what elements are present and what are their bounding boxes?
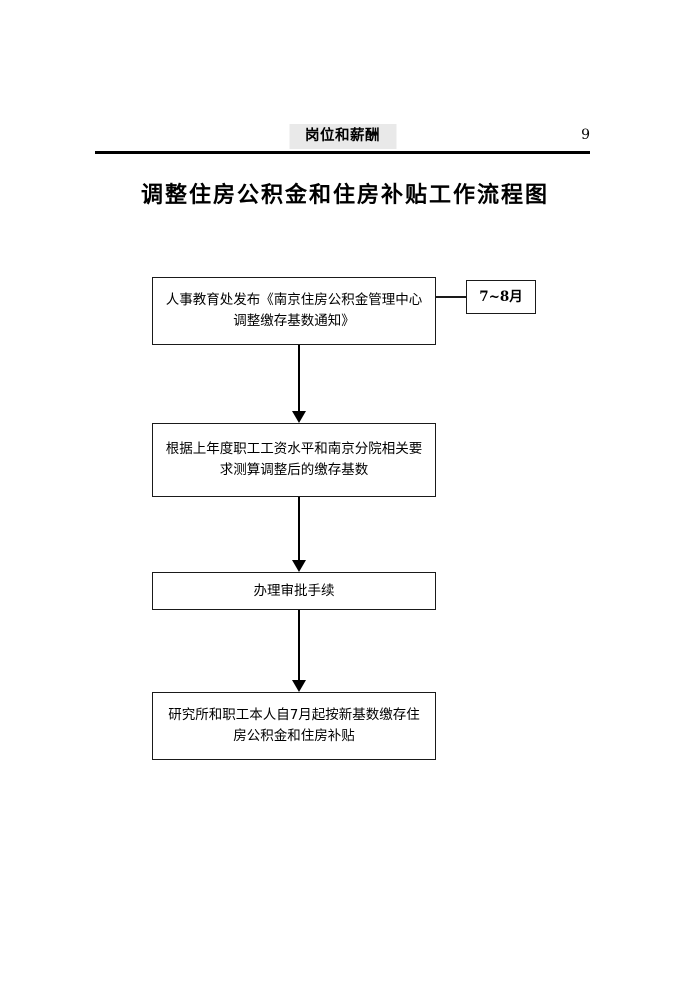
- flow-node-3: 办理审批手续: [152, 572, 436, 610]
- flow-annotation-timing-label: 7~8月: [479, 288, 523, 305]
- arrow-head-icon: [292, 560, 306, 572]
- header-divider-rule: [95, 151, 590, 154]
- page-number: 9: [581, 127, 590, 143]
- flow-node-3-label: 办理审批手续: [253, 582, 335, 599]
- flow-arrow-node1-to-node2: [292, 345, 306, 423]
- flow-node-2-label: 根据上年度职工工资水平和南京分院相关要求测算调整后的缴存基数: [165, 441, 423, 478]
- page-title: 调整住房公积金和住房补贴工作流程图: [140, 183, 549, 208]
- flow-node-2: 根据上年度职工工资水平和南京分院相关要求测算调整后的缴存基数: [152, 423, 436, 497]
- flow-node-1-label: 人事教育处发布《南京住房公积金管理中心调整缴存基数通知》: [165, 292, 423, 329]
- arrow-shaft: [298, 345, 300, 413]
- arrow-head-icon: [292, 680, 306, 692]
- flow-node-4-label: 研究所和职工本人自7月起按新基数缴存住房公积金和住房补贴: [168, 707, 420, 744]
- flow-node-4: 研究所和职工本人自7月起按新基数缴存住房公积金和住房补贴: [152, 692, 436, 760]
- arrow-shaft: [298, 610, 300, 682]
- flow-node-1: 人事教育处发布《南京住房公积金管理中心调整缴存基数通知》: [152, 277, 436, 345]
- flow-arrow-node3-to-node4: [292, 610, 306, 692]
- running-header-title: 岗位和薪酬: [289, 124, 396, 150]
- flow-connector-to-timing-note: [436, 296, 466, 298]
- arrow-shaft: [298, 497, 300, 562]
- arrow-head-icon: [292, 411, 306, 423]
- page-header: 岗位和薪酬 9: [95, 124, 590, 154]
- flow-arrow-node2-to-node3: [292, 497, 306, 572]
- flow-annotation-timing: 7~8月: [466, 280, 536, 314]
